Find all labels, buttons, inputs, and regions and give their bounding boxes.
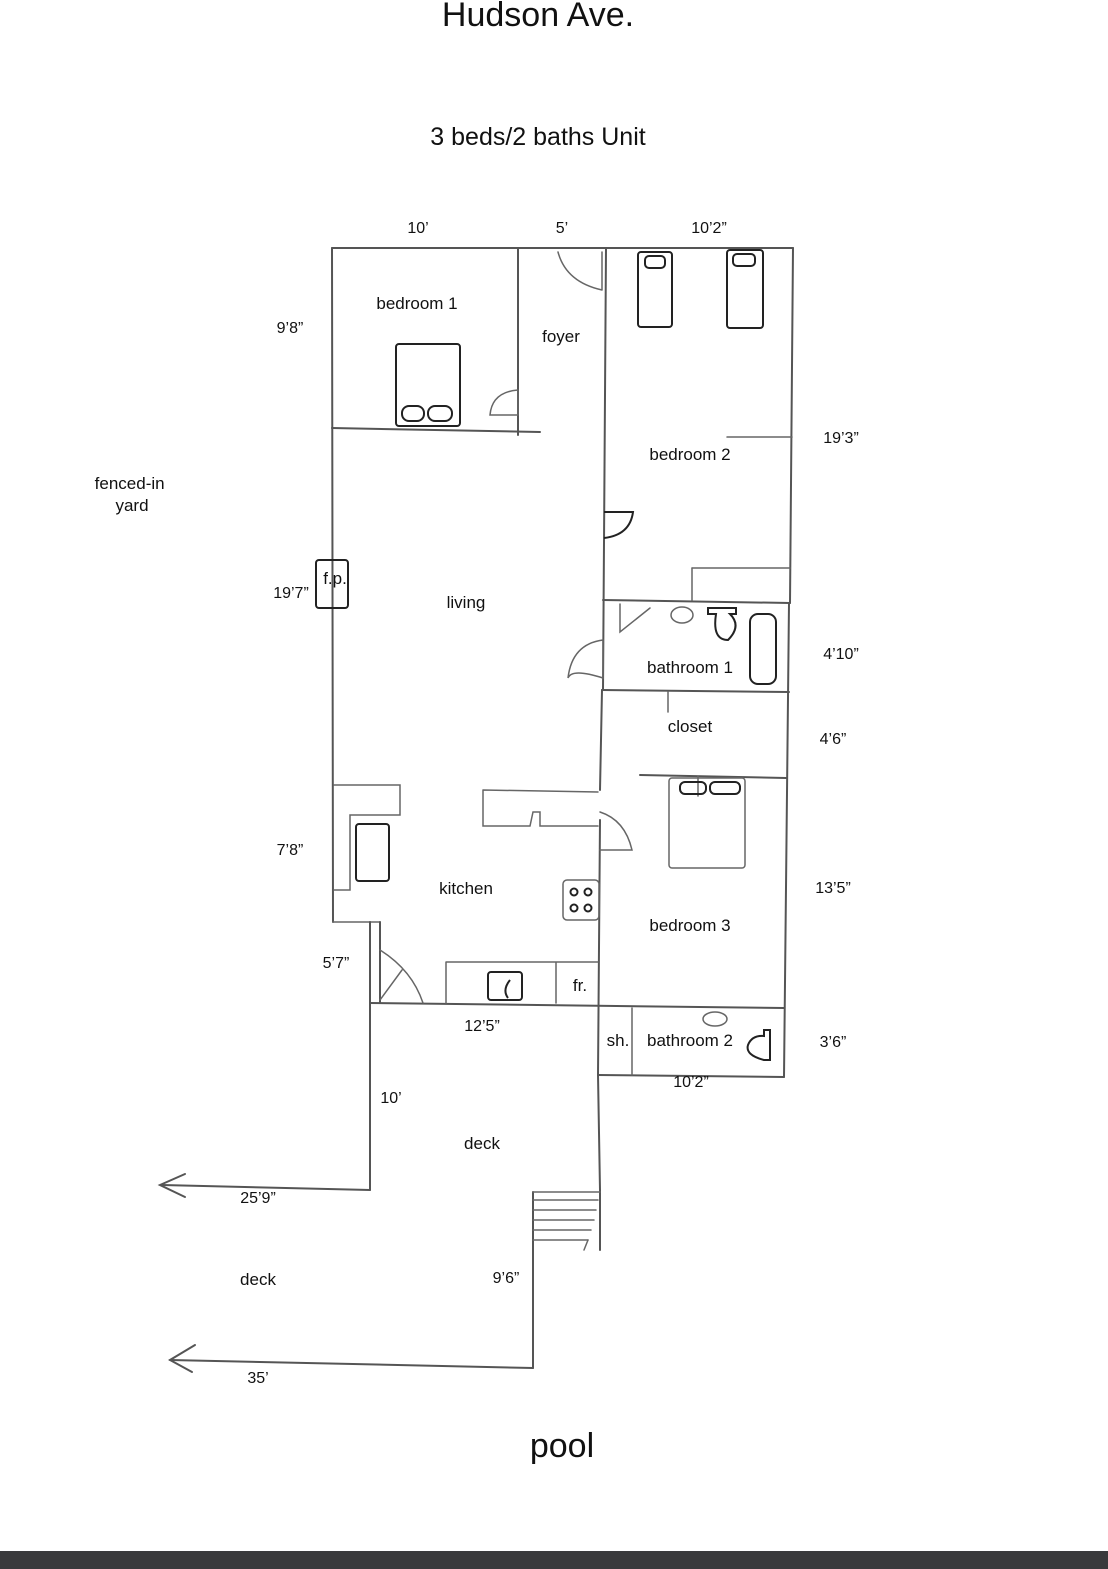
dim-deck-upper-width: 25’9” [240,1190,276,1207]
room-label-bathroom2: bathroom 2 [647,1031,733,1050]
dim-top-mid: 5’ [556,220,568,237]
room-label-bedroom1: bedroom 1 [376,294,457,313]
room-label-kitchen: kitchen [439,879,493,898]
bed-icon [668,777,746,869]
dim-kitchen-width: 12’5” [464,1018,500,1035]
pillow-icon [732,253,756,267]
plan-title: Hudson Ave. [442,0,634,34]
arrow-heads [157,1173,196,1373]
dim-bathroom2-height: 3’6” [820,1034,847,1051]
room-label-shower: sh. [607,1031,630,1050]
kitchen-counter [445,961,599,1004]
pillow-icon [709,781,741,795]
kitchen-sink-icon [355,823,390,882]
doors [379,251,651,1004]
bedroom2-door-icon [603,511,635,539]
dim-bedroom2-height: 19’3” [823,430,859,447]
bathtub-icon [749,613,777,685]
room-label-bedroom3: bedroom 3 [649,916,730,935]
dimension-labels: 10’ 5’ 10’2” 9’8” 19’3” 19’7” 4’10” 4’6”… [240,220,859,1387]
plan-subtitle: 3 beds/2 baths Unit [430,123,645,151]
room-label-yard: fenced-in yard [95,474,170,515]
kitchen-counter [482,789,599,827]
bedroom3-door-icon [599,811,633,851]
room-label-fridge: fr. [573,976,587,995]
dim-kitchen-height: 7’8” [277,842,304,859]
stairs-icon [532,1191,601,1251]
room-label-deck-lower: deck [240,1270,276,1289]
dim-bathroom2-width: 10’2” [673,1074,709,1091]
pillow-icon [644,255,666,269]
sink-icon [702,1011,728,1027]
pillow-icon [679,781,707,795]
bed-icon [395,343,461,427]
dim-entry-width: 5’7” [323,955,350,972]
bath1-door-icon [619,603,651,634]
pillow-icon [427,405,453,422]
dim-closet-height: 4’6” [820,731,847,748]
bottom-bar [0,1551,1108,1569]
room-labels: bedroom 1 foyer bedroom 2 living f.p. ba… [95,294,733,1289]
yard-label-line1: fenced-in [95,474,165,493]
dim-bedroom3-height: 13’5” [815,880,851,897]
toilet-icon [707,607,737,642]
fireplace-icon [315,559,349,609]
pillow-icon [401,405,425,422]
kitchen-sink-icon [487,971,523,1001]
room-label-foyer: foyer [542,327,580,346]
toilet-icon [746,1029,771,1061]
room-label-living: living [447,593,486,612]
room-label-fireplace: f.p. [323,569,347,588]
dim-deck-depth: 10’ [380,1090,401,1107]
deck-door-icon [379,949,424,1004]
room-label-bathroom1: bathroom 1 [647,658,733,677]
dim-top-right: 10’2” [691,220,727,237]
room-label-bedroom2: bedroom 2 [649,445,730,464]
twin-bed-icon [637,251,673,328]
dim-deck-lower-width: 35’ [247,1370,268,1387]
room-label-closet: closet [668,717,713,736]
fixtures [315,249,777,1251]
living-door-icon [567,639,604,680]
sink-icon [670,606,694,624]
dim-top-left: 10’ [407,220,428,237]
room-label-deck-upper: deck [464,1134,500,1153]
walls [161,247,794,1369]
dim-bathroom1-height: 4’10” [823,646,859,663]
dim-bedroom1-height: 9’8” [277,320,304,337]
twin-bed-icon [726,249,764,329]
dim-living-height: 19’7” [273,585,309,602]
stove-icon [562,879,600,921]
kitchen-counter [333,784,401,891]
front-door-icon [557,251,603,291]
foyer-door-icon [489,389,519,416]
pool-label: pool [530,1427,594,1465]
dim-stairs-depth: 9’6” [493,1270,520,1287]
yard-label-line2: yard [115,496,148,515]
